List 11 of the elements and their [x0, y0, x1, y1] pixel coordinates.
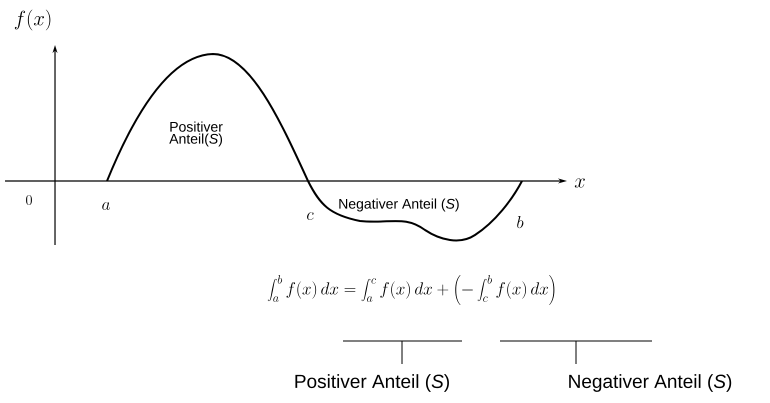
- axis-label: $x$: [574, 178, 585, 188]
- bracket-label: Positiver Anteil (S): [295, 374, 449, 392]
- bound-label: $b$: [517, 216, 524, 228]
- bound-label: $c$: [307, 212, 314, 220]
- bracket-label: Negativer Anteil (S): [569, 374, 732, 392]
- area-label: Negativer Anteil (S): [339, 198, 459, 212]
- integral-formula: $\int_a^b f(x)\,dx = \int_a^c f(x)\,dx + \left(-\int_c^b f(x)\,dx\right)$: [268, 274, 554, 305]
- area-label: Positiver Anteil(S): [169, 121, 223, 147]
- origin-label: $0$: [26, 195, 32, 205]
- bound-label: $a$: [102, 202, 110, 210]
- axis-label: $f(x)$: [14, 10, 50, 30]
